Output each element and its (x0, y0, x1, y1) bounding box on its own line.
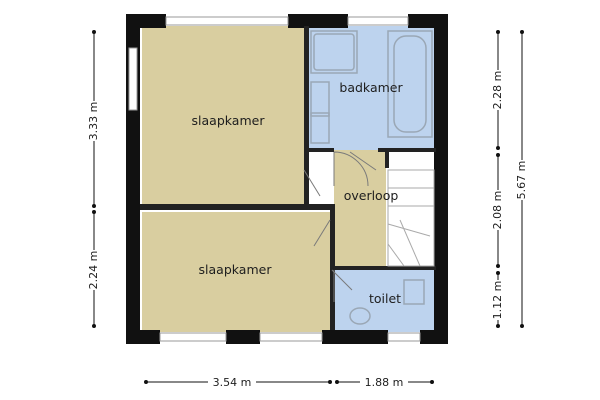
room-label-bathroom: badkamer (339, 80, 403, 95)
bedroom-top-floor (142, 26, 306, 206)
staircase-area (386, 168, 436, 268)
dim-right-total: 5.67 m (515, 161, 528, 200)
windows (128, 16, 421, 342)
bathtub (387, 30, 433, 138)
room-label-landing: overloop (344, 188, 399, 203)
landing-floor (334, 150, 386, 268)
dim-right-bottom: 1.12 m (491, 281, 504, 320)
doors (303, 151, 377, 302)
dim-left-top: 3.33 m (87, 102, 100, 141)
sink-left (310, 81, 330, 117)
dim-left-bottom: 2.24 m (87, 251, 100, 290)
wash-basin (403, 279, 425, 305)
dim-right-middle: 2.08 m (491, 191, 504, 230)
toilet-bowl (349, 307, 371, 325)
room-label-toilet: toilet (369, 291, 401, 306)
sink-right (310, 112, 330, 144)
dim-bottom-right: 1.88 m (365, 376, 404, 389)
bathroom-fixtures (310, 30, 433, 144)
dim-bottom-left: 3.54 m (213, 376, 252, 389)
room-label-bedroom-top: slaapkamer (192, 113, 266, 128)
dim-right-top: 2.28 m (491, 71, 504, 110)
room-label-bedroom-bottom: slaapkamer (199, 262, 273, 277)
toilet-fixtures (349, 279, 425, 325)
shower-tray (310, 30, 358, 74)
staircase (387, 169, 435, 267)
bedroom-bottom-floor (142, 212, 332, 332)
dimension-labels: 3.33 m 2.24 m 2.28 m 2.08 m 1.12 m 5.67 … (87, 70, 528, 389)
